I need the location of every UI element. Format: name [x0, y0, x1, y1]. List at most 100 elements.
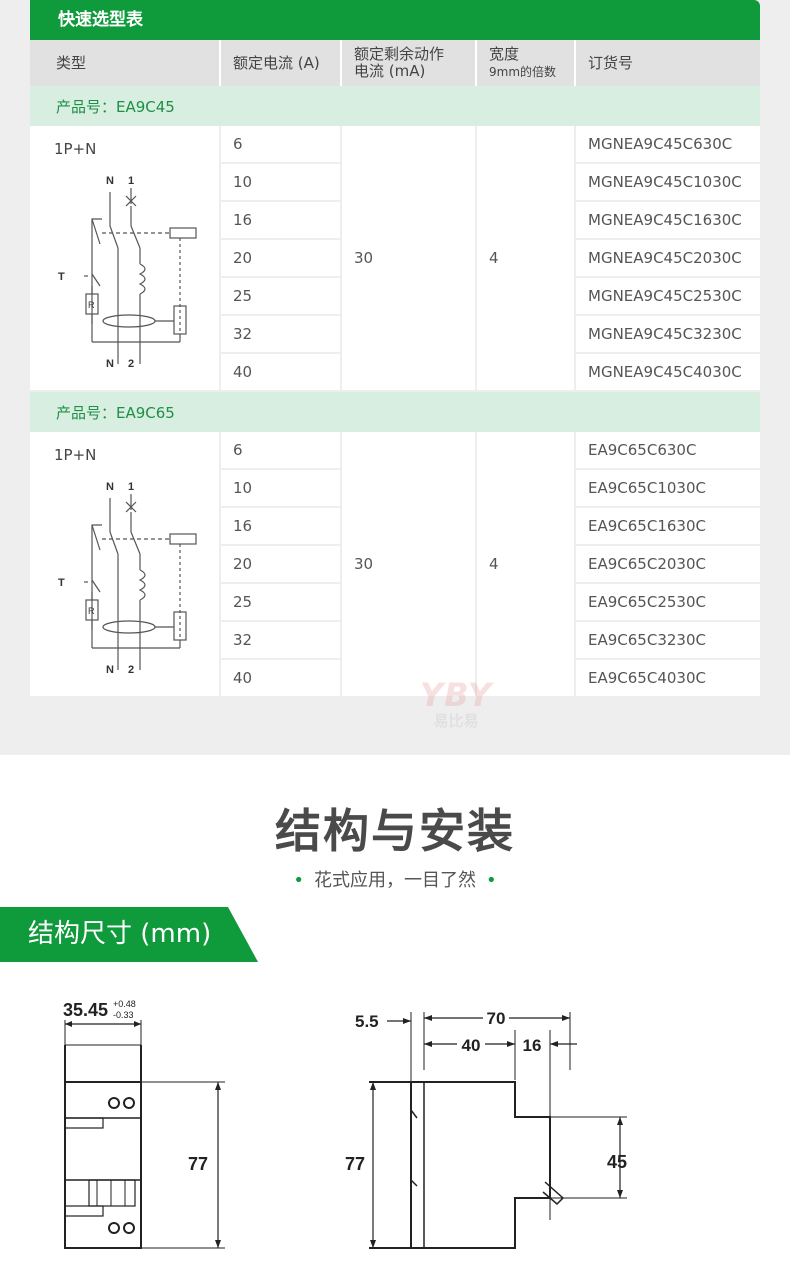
table-row: 32 MGNEA9C45C3230C [30, 316, 760, 354]
order-number-cell: EA9C65C4030C [576, 660, 760, 698]
type-label: 1P+N [54, 446, 97, 464]
current-cell: 6 [221, 126, 342, 164]
current-cell: 32 [221, 316, 342, 354]
current-cell: 10 [221, 164, 342, 202]
order-number-cell: MGNEA9C45C1030C [576, 164, 760, 202]
svg-text:T: T [58, 271, 65, 283]
table-row: 40 EA9C65C4030C [30, 660, 760, 698]
current-cell: 25 [221, 584, 342, 622]
order-number-cell: MGNEA9C45C1630C [576, 202, 760, 240]
current-cell: 20 [221, 546, 342, 584]
table-row: 32 EA9C65C3230C [30, 622, 760, 660]
header-type: 类型 [30, 40, 221, 86]
dimensions-banner: 结构尺寸 (mm) [0, 907, 258, 962]
current-cell: 6 [221, 432, 342, 470]
header-current: 额定电流 (A) [221, 40, 342, 86]
table-row: 25 EA9C65C2530C [30, 584, 760, 622]
order-number-cell: MGNEA9C45C4030C [576, 354, 760, 392]
circuit-diagram: N 1T R N 2 [58, 175, 197, 369]
bullet-dot-left: • [293, 870, 304, 891]
watermark-logo: YBY [420, 676, 492, 714]
product-row: 产品号：EA9C65 [30, 392, 760, 432]
order-number-cell: EA9C65C1030C [576, 470, 760, 508]
side-77-label: 77 [345, 1154, 365, 1174]
width-cell: 4 [477, 126, 576, 392]
watermark-text: 易比易 [433, 712, 479, 730]
side-5-5-label: 5.5 [355, 1012, 379, 1031]
table-row: 20 EA9C65C2030C [30, 546, 760, 584]
svg-text:R: R [88, 606, 95, 616]
table-row: 25 MGNEA9C45C2530C [30, 278, 760, 316]
side-70-label: 70 [487, 1009, 506, 1028]
current-cell: 20 [221, 240, 342, 278]
residual-cell: 30 [342, 432, 477, 698]
svg-text:1: 1 [128, 481, 134, 493]
svg-text:N: N [106, 175, 114, 187]
table-title: 快速选型表 [30, 0, 760, 40]
order-number-cell: MGNEA9C45C630C [576, 126, 760, 164]
front-view-drawing: 35.45 +0.48 -0.33 77 [63, 999, 225, 1249]
svg-text:2: 2 [128, 358, 134, 369]
svg-text:N: N [106, 358, 114, 369]
svg-text:2: 2 [128, 664, 134, 675]
bullet-dot-right: • [486, 870, 497, 891]
svg-text:N: N [106, 664, 114, 675]
order-number-cell: EA9C65C1630C [576, 508, 760, 546]
order-number-cell: EA9C65C2530C [576, 584, 760, 622]
order-number-cell: MGNEA9C45C2530C [576, 278, 760, 316]
current-cell: 25 [221, 278, 342, 316]
front-tol-minus: -0.33 [113, 1010, 134, 1020]
current-cell: 32 [221, 622, 342, 660]
current-cell: 16 [221, 508, 342, 546]
table-row: 10 MGNEA9C45C1030C [30, 164, 760, 202]
width-cell: 4 [477, 432, 576, 698]
side-45-label: 45 [607, 1152, 627, 1172]
side-40-label: 40 [462, 1036, 481, 1055]
order-number-cell: EA9C65C3230C [576, 622, 760, 660]
product-row: 产品号：EA9C45 [30, 86, 760, 126]
section-title: 结构与安装 [275, 804, 515, 858]
current-cell: 40 [221, 660, 342, 698]
residual-cell: 30 [342, 126, 477, 392]
product-label: 产品号：EA9C65 [30, 392, 760, 432]
table-row: 16 EA9C65C1630C [30, 508, 760, 546]
table-row: 16 MGNEA9C45C1630C [30, 202, 760, 240]
product-label: 产品号：EA9C45 [30, 86, 760, 126]
front-width-label: 35.45 [63, 1000, 108, 1020]
svg-text:1: 1 [128, 175, 134, 187]
circuit-diagram: N 1T R N 2 [58, 481, 197, 675]
order-number-cell: MGNEA9C45C3230C [576, 316, 760, 354]
front-tol-plus: +0.48 [113, 999, 136, 1009]
header-residual: 额定剩余动作电流 (mA) [342, 40, 477, 86]
header-order: 订货号 [576, 40, 760, 86]
order-number-cell: EA9C65C2030C [576, 546, 760, 584]
section-subtitle: •花式应用，一目了然• [293, 870, 497, 891]
dimensions-banner-text: 结构尺寸 (mm) [28, 919, 212, 949]
order-number-cell: EA9C65C630C [576, 432, 760, 470]
type-label: 1P+N [54, 140, 97, 158]
front-height-label: 77 [188, 1154, 208, 1174]
table-row: 10 EA9C65C1030C [30, 470, 760, 508]
svg-text:N: N [106, 481, 114, 493]
current-cell: 16 [221, 202, 342, 240]
svg-text:T: T [58, 577, 65, 589]
watermark: YBY 易比易 [400, 676, 512, 756]
side-view-drawing: 5.5 70 40 16 77 [345, 1008, 627, 1249]
table-row: 20 MGNEA9C45C2030C [30, 240, 760, 278]
side-16-label: 16 [523, 1036, 542, 1055]
svg-text:R: R [88, 300, 95, 310]
order-number-cell: MGNEA9C45C2030C [576, 240, 760, 278]
current-cell: 10 [221, 470, 342, 508]
